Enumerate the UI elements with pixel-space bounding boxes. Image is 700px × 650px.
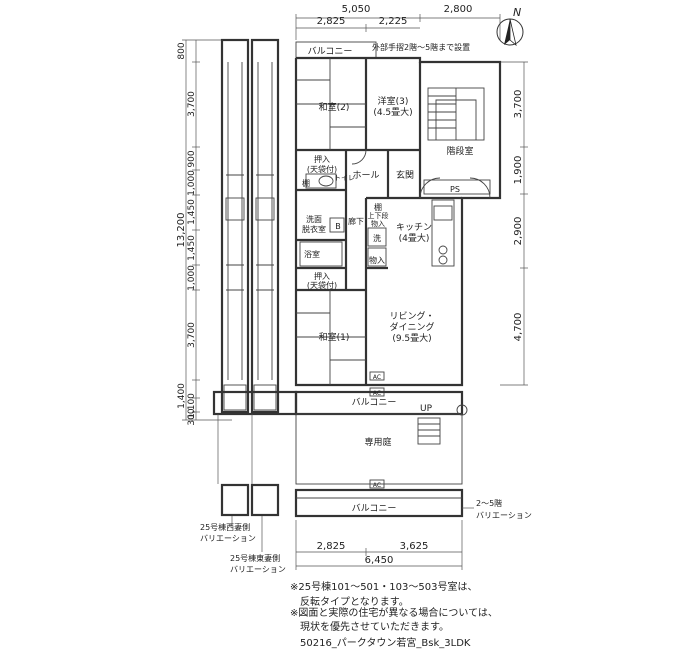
label-tenbukuro2: (天袋付) (307, 280, 337, 290)
label-up: UP (420, 404, 433, 414)
label-living-size: (9.5畳大) (392, 332, 431, 344)
label-balcony-main: バルコニー (352, 397, 397, 408)
east-variation-strip (250, 38, 280, 414)
label-west-variation-2: バリエーション (200, 534, 256, 543)
dim-left-7: 3,700 (187, 322, 197, 348)
label-handrail: 外部手摺2階～5階まで設置 (372, 42, 470, 52)
label-youshitsu3: 洋室(3) (378, 95, 409, 107)
north-label: N (513, 6, 521, 19)
north-arrow-icon (496, 18, 524, 47)
label-living2: ダイニング (389, 321, 434, 333)
dim-left-1: 3,700 (187, 91, 197, 117)
label-youshitsu3-size: (4.5畳大) (373, 106, 412, 118)
note-line-2: 反転タイプとなります。 (300, 597, 409, 608)
label-ac-1: AC (373, 374, 381, 381)
label-kitchen: キッチン (396, 222, 432, 233)
label-bath: 浴室 (304, 249, 320, 259)
label-floors-variation-1: 2～5階 (476, 498, 502, 508)
dim-bottom-b: 3,625 (400, 541, 429, 552)
label-washitsu1: 和室(1) (319, 331, 350, 343)
label-oshiire2: 押入 (314, 271, 330, 281)
dim-left-0: 800 (177, 42, 187, 59)
garden-steps (417, 404, 468, 445)
dim-left-total: 13,200 (176, 213, 187, 248)
dim-right-2: 2,900 (513, 217, 524, 246)
label-floors-variation-2: バリエーション (476, 511, 532, 520)
east-variation-lower (250, 483, 280, 517)
dim-left-8: 1,400 (177, 383, 187, 409)
dim-bottom-a: 2,825 (317, 541, 346, 552)
dim-left-5: 1,450 (187, 235, 197, 261)
note-line-4: 現状を優先させていただきます。 (300, 622, 449, 633)
label-oshiire: 押入 (314, 154, 330, 164)
label-toilet: トイレ (334, 174, 355, 182)
dim-top-total: 5,050 (342, 4, 371, 15)
note-line-3: ※図面と実際の住宅が異なる場合については、 (290, 608, 498, 619)
label-balcony-lower: バルコニー (352, 503, 397, 514)
dim-top-right: 2,800 (444, 4, 473, 15)
dim-left-2: 900 (187, 150, 197, 167)
label-tana2: 棚 (374, 202, 382, 212)
dim-left-3: 1,000 (187, 170, 197, 196)
label-joge2: 物入 (371, 219, 385, 228)
dim-right-1: 1,900 (513, 156, 524, 185)
label-genkan: 玄関 (396, 169, 414, 181)
dimension-lines (182, 14, 528, 570)
label-balcony-top: バルコニー (308, 46, 353, 57)
label-monoire: 物入 (369, 255, 385, 265)
unit-walls (294, 41, 502, 489)
dim-top-b: 2,225 (379, 16, 408, 27)
label-east-variation-1: 25号棟東妻側 (230, 553, 280, 563)
dim-left-10: 300 (187, 408, 197, 425)
label-sen: 洗 (373, 233, 381, 243)
label-ac-3: AC (373, 482, 381, 489)
west-variation-lower (220, 483, 250, 517)
dim-right-3: 4,700 (513, 313, 524, 342)
dim-bottom-total: 6,450 (365, 555, 394, 566)
dim-right-0: 3,700 (513, 90, 524, 119)
label-east-variation-2: バリエーション (230, 565, 286, 574)
label-washitsu2: 和室(2) (319, 101, 350, 113)
label-stair: 階段室 (446, 145, 473, 157)
label-ac-2: AC (373, 390, 381, 397)
label-senmen: 洗面 (306, 214, 322, 224)
label-joge1: 上下段 (368, 211, 389, 220)
dim-left-4: 1,450 (187, 199, 197, 225)
dim-left-9: 1,100 (187, 393, 197, 419)
label-datsui: 脱衣室 (302, 224, 326, 234)
label-rouka: 廊下 (348, 216, 364, 226)
label-ps: PS (450, 185, 460, 194)
private-garden (295, 413, 463, 485)
label-kitchen-size: (4畳大) (399, 232, 430, 244)
label-hall: ホール (352, 170, 379, 181)
label-tana: 棚 (302, 178, 310, 188)
label-living1: リビング・ (389, 310, 434, 322)
balcony-west (212, 390, 298, 416)
plan-code: 50216_パークタウン若宮_Bsk_3LDK (300, 638, 471, 649)
label-garden: 専用庭 (364, 436, 391, 448)
note-line-1: ※25号棟101～501・103～503号室は、 (290, 582, 478, 593)
label-b: B (335, 222, 341, 231)
west-variation-strip (220, 38, 250, 414)
label-west-variation-1: 25号棟西妻側 (200, 522, 250, 532)
label-tenbukuro: (天袋付) (307, 164, 337, 174)
dim-top-a: 2,825 (317, 16, 346, 27)
dim-left-6: 1,000 (187, 265, 197, 291)
balcony-upper-floors (294, 488, 464, 518)
